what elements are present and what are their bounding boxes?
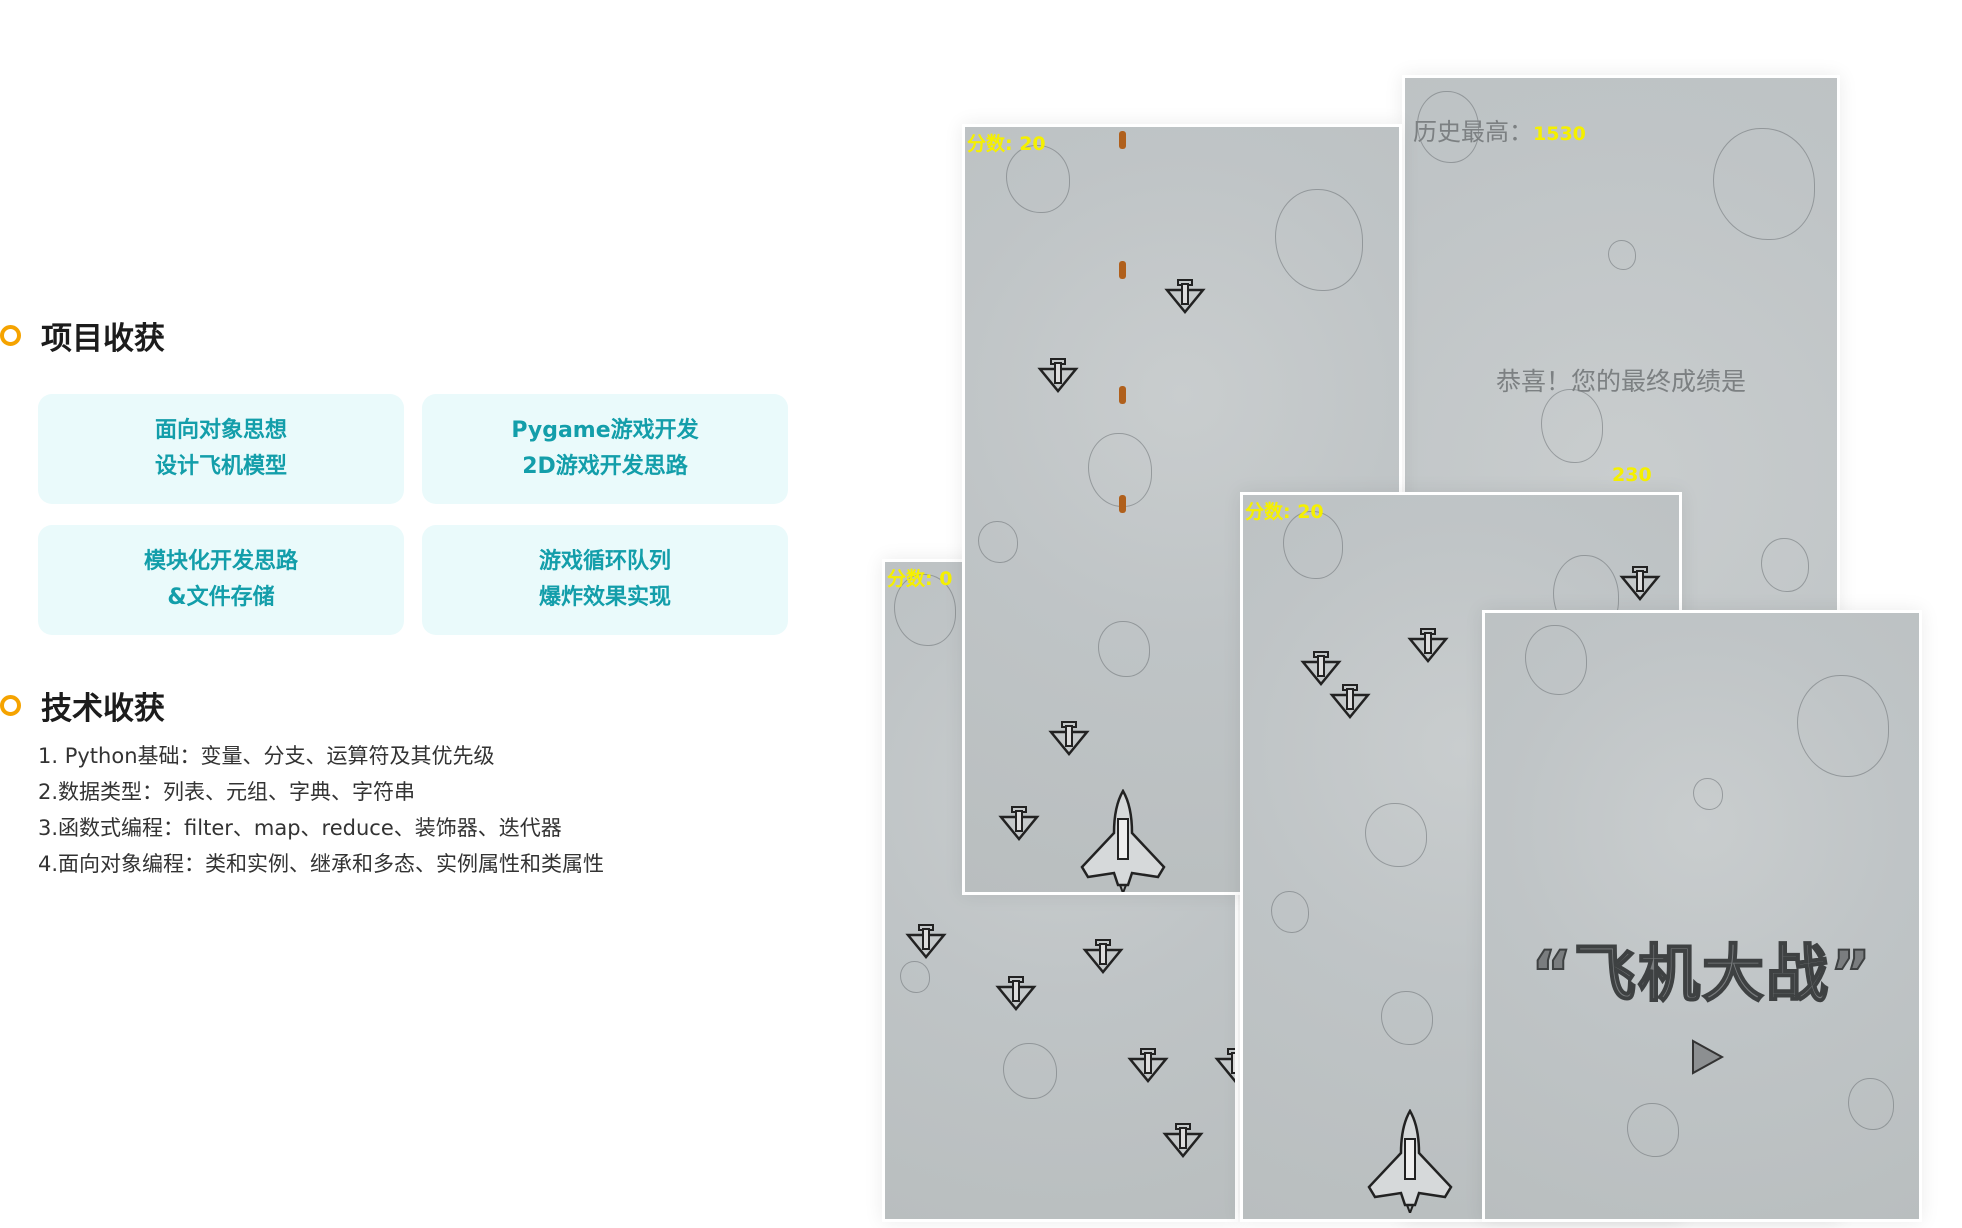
asteroid-sprite — [1541, 389, 1603, 463]
enemy-plane-icon — [1406, 627, 1450, 667]
card-game-loop: 游戏循环队列 爆炸效果实现 — [422, 525, 788, 635]
asteroid-sprite — [1275, 189, 1363, 291]
enemy-plane-icon — [904, 923, 948, 963]
enemy-plane-icon — [1036, 357, 1080, 397]
enemy-plane-icon — [1161, 1122, 1205, 1162]
asteroid-sprite — [900, 961, 930, 993]
asteroid-sprite — [1003, 1043, 1057, 1099]
final-message: 恭喜！您的最终成绩是 — [1495, 367, 1746, 396]
high-score-row: 历史最高：1530 — [1413, 112, 1586, 147]
asteroid-sprite — [1525, 625, 1587, 695]
card-line: Pygame游戏开发 — [511, 418, 699, 443]
card-line: 面向对象思想 — [154, 418, 287, 443]
card-pygame: Pygame游戏开发 2D游戏开发思路 — [422, 394, 788, 504]
bullet-icon — [1119, 131, 1126, 149]
score-label: 分数: 0 — [887, 568, 953, 590]
high-score-value: 1530 — [1533, 123, 1586, 145]
card-line: &文件存储 — [167, 585, 275, 610]
score-label: 分数: 20 — [967, 133, 1046, 155]
section-heading-project: 项目收获 — [0, 313, 165, 358]
final-score: 230 — [1612, 464, 1652, 486]
card-line: 设计飞机模型 — [154, 454, 287, 479]
asteroid-sprite — [1381, 991, 1433, 1045]
card-line: 游戏循环队列 — [538, 549, 671, 574]
enemy-plane-icon — [997, 805, 1041, 845]
asteroid-sprite — [1271, 891, 1309, 933]
high-score-label: 历史最高： — [1413, 118, 1533, 146]
asteroid-sprite — [1761, 538, 1809, 592]
bullet-icon — [1119, 386, 1126, 404]
score-label: 分数: 20 — [1245, 501, 1324, 523]
asteroid-sprite — [1713, 128, 1815, 240]
player-plane-icon — [1365, 1108, 1455, 1217]
tech-item: 2.数据类型：列表、元组、字典、字符串 — [38, 780, 416, 804]
bullet-circle-icon — [0, 695, 21, 716]
tech-item: 4.面向对象编程：类和实例、继承和多态、实例属性和类属性 — [38, 852, 605, 876]
play-icon[interactable] — [1690, 1038, 1726, 1076]
section-heading-tech: 技术收获 — [0, 683, 165, 728]
bullet-icon — [1119, 495, 1126, 513]
asteroid-sprite — [1006, 145, 1070, 213]
bullet-circle-icon — [0, 325, 21, 346]
asteroid-sprite — [1627, 1103, 1679, 1157]
bullet-icon — [1119, 261, 1126, 279]
asteroid-sprite — [1098, 621, 1150, 677]
enemy-plane-icon — [1081, 938, 1125, 978]
asteroid-sprite — [1693, 778, 1723, 810]
card-oop: 面向对象思想 设计飞机模型 — [38, 394, 404, 504]
enemy-plane-icon — [1126, 1047, 1170, 1087]
asteroid-sprite — [1608, 240, 1636, 270]
enemy-plane-icon — [994, 975, 1038, 1015]
card-line: 2D游戏开发思路 — [522, 454, 688, 479]
asteroid-sprite — [978, 521, 1018, 563]
card-line: 模块化开发思路 — [143, 549, 298, 574]
enemy-plane-icon — [1299, 650, 1343, 690]
card-modular: 模块化开发思路 &文件存储 — [38, 525, 404, 635]
enemy-plane-icon — [1213, 1047, 1235, 1087]
asteroid-sprite — [1797, 675, 1889, 777]
tech-item: 1. Python基础：变量、分支、运算符及其优先级 — [38, 744, 495, 768]
asteroid-sprite — [1365, 803, 1427, 867]
enemy-plane-icon — [1163, 278, 1207, 318]
tech-item: 3.函数式编程：filter、map、reduce、装饰器、迭代器 — [38, 816, 562, 840]
asteroid-sprite — [1283, 511, 1343, 579]
player-plane-icon — [1078, 788, 1168, 892]
asteroid-sprite — [1848, 1078, 1894, 1130]
asteroid-sprite — [894, 574, 956, 646]
asteroid-sprite — [1417, 91, 1479, 163]
start-screenshot: “飞机大战” — [1482, 610, 1922, 1222]
tech-list: 1. Python基础：变量、分支、运算符及其优先级 2.数据类型：列表、元组、… — [38, 738, 604, 882]
card-line: 爆炸效果实现 — [538, 585, 671, 610]
enemy-plane-icon — [1328, 683, 1372, 723]
enemy-plane-icon — [1618, 565, 1662, 605]
game-title: “飞机大战” — [1530, 936, 1873, 1011]
enemy-plane-icon — [1047, 720, 1091, 760]
